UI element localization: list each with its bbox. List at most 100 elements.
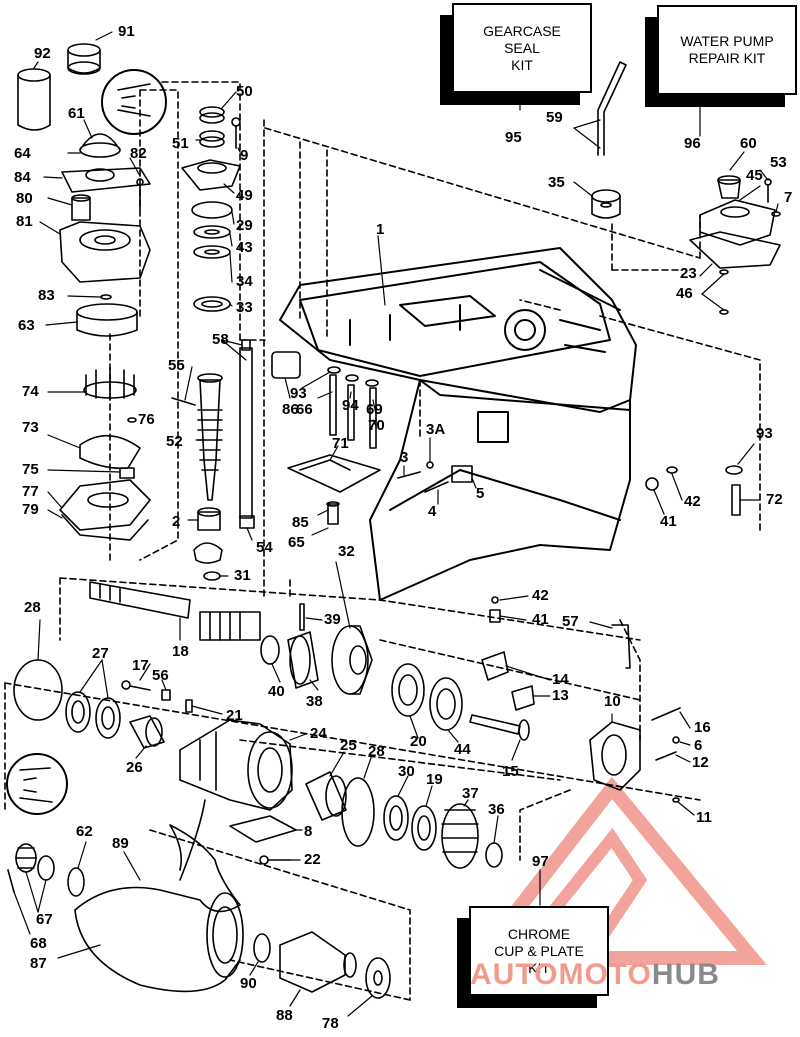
callout-1: 1 (376, 221, 385, 238)
watermark-text-auto: AUTO (470, 958, 559, 991)
callout-6: 6 (694, 737, 703, 754)
callout-77: 77 (22, 483, 39, 500)
callout-90: 90 (240, 975, 257, 992)
chrome-cup-plate-kit-box: CHROME CUP & PLATE KIT (469, 906, 609, 996)
callout-64: 64 (14, 145, 31, 162)
callout-81: 81 (16, 213, 33, 230)
callout-59: 59 (546, 109, 563, 126)
callout-21: 21 (226, 707, 243, 724)
callout-84: 84 (14, 169, 31, 186)
callout-38: 38 (306, 693, 323, 710)
callout-9: 9 (240, 147, 249, 164)
callout-65: 65 (288, 534, 305, 551)
callout-79: 79 (22, 501, 39, 518)
callout-29: 29 (236, 217, 253, 234)
callout-17: 17 (132, 657, 149, 674)
callout-91: 91 (118, 23, 135, 40)
callout-3: 3 (400, 449, 409, 466)
callout-88: 88 (276, 1007, 293, 1024)
callout-74: 74 (22, 383, 39, 400)
leader-lines (13, 31, 779, 1017)
callout-16: 16 (694, 719, 711, 736)
callout-80: 80 (16, 190, 33, 207)
callout-25: 25 (340, 737, 357, 754)
propeller-parts (7, 799, 391, 999)
callout-71: 71 (332, 435, 349, 452)
callout-31: 31 (234, 567, 251, 584)
callout-49: 49 (236, 187, 253, 204)
callout-34: 34 (236, 273, 253, 290)
callout-93: 93 (290, 385, 307, 402)
callout-10: 10 (604, 693, 621, 710)
callout-3a: 3A (426, 421, 446, 438)
callout-66: 66 (296, 401, 313, 418)
callout-7: 7 (784, 189, 793, 206)
callout-97: 97 (532, 853, 549, 870)
callout-42-lower: 42 (532, 587, 549, 604)
callout-24: 24 (310, 725, 327, 742)
callout-55: 55 (168, 357, 185, 374)
callout-39: 39 (324, 611, 341, 628)
callout-78: 78 (322, 1015, 339, 1032)
callout-19: 19 (426, 771, 443, 788)
callout-56: 56 (152, 667, 169, 684)
callout-75: 75 (22, 461, 39, 478)
callout-50: 50 (236, 83, 253, 100)
callout-82: 82 (130, 145, 147, 162)
callout-85: 85 (292, 514, 309, 531)
gearcase-seal-kit-label: GEARCASE SEAL KIT (483, 22, 561, 73)
callout-4: 4 (428, 503, 437, 520)
chrome-cup-plate-kit-label: CHROME CUP & PLATE KIT (494, 925, 584, 976)
callout-92: 92 (34, 45, 51, 62)
callout-28-right: 28 (368, 743, 385, 760)
callout-41-right: 41 (660, 513, 677, 530)
callout-58: 58 (212, 331, 229, 348)
callout-94: 94 (342, 397, 359, 414)
water-pump-repair-kit-label: WATER PUMP REPAIR KIT (680, 33, 774, 66)
watermark-text-moto: MOTO (558, 958, 652, 991)
gearcase-housing (279, 247, 637, 601)
callout-22: 22 (304, 851, 321, 868)
callout-54: 54 (256, 539, 273, 556)
callout-15: 15 (502, 763, 519, 780)
callout-42-right: 42 (684, 493, 701, 510)
callout-95: 95 (505, 129, 522, 146)
watermark-text-hub: HUB (651, 958, 720, 991)
callout-51: 51 (172, 135, 189, 152)
callout-37: 37 (462, 785, 479, 802)
callout-41-lower: 41 (532, 611, 549, 628)
callout-46: 46 (676, 285, 693, 302)
callout-36: 36 (488, 801, 505, 818)
callout-18: 18 (172, 643, 189, 660)
callout-68: 68 (30, 935, 47, 952)
callout-35: 35 (548, 174, 565, 191)
callout-52: 52 (166, 433, 183, 450)
callout-30: 30 (398, 763, 415, 780)
callout-93-right: 93 (756, 425, 773, 442)
callout-26: 26 (126, 759, 143, 776)
callout-14: 14 (552, 671, 569, 688)
callout-12: 12 (692, 754, 709, 771)
callout-44: 44 (454, 741, 471, 758)
callout-69: 69 (366, 401, 383, 418)
callout-20: 20 (410, 733, 427, 750)
callout-23: 23 (680, 265, 697, 282)
callout-33: 33 (236, 299, 253, 316)
callout-73: 73 (22, 419, 39, 436)
callout-86: 86 (282, 401, 299, 418)
callout-13: 13 (552, 687, 569, 704)
callout-83: 83 (38, 287, 55, 304)
callout-8: 8 (304, 823, 313, 840)
callout-32: 32 (338, 543, 355, 560)
callout-28-left: 28 (24, 599, 41, 616)
gearcase-seal-kit-box: GEARCASE SEAL KIT (452, 3, 592, 93)
callout-40: 40 (268, 683, 285, 700)
shift-parts (271, 351, 743, 623)
water-pump-kit-parts (591, 61, 781, 315)
callout-61: 61 (68, 105, 85, 122)
callout-45: 45 (746, 167, 763, 184)
callout-67: 67 (36, 911, 53, 928)
callout-5: 5 (476, 485, 485, 502)
